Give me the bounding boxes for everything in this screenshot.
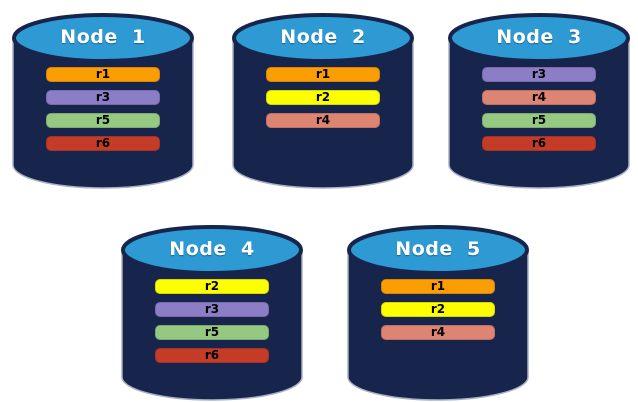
cylinder-top-ellipse bbox=[232, 13, 414, 63]
replica-bar-label: r1 bbox=[430, 279, 446, 293]
cylinder-top-ellipse bbox=[121, 225, 303, 275]
replica-bar-label: r4 bbox=[315, 113, 331, 127]
replica-bar-label: r6 bbox=[95, 136, 111, 150]
node-label: Node 2 bbox=[280, 26, 366, 48]
replica-bar-list: r2 r3 r5 r6 bbox=[155, 279, 269, 371]
replica-bar-r6: r6 bbox=[155, 348, 269, 363]
replica-bar-label: r6 bbox=[531, 136, 547, 150]
replica-bar-r1: r1 bbox=[46, 67, 160, 82]
node-label: Node 4 bbox=[169, 238, 255, 260]
replica-bar-r5: r5 bbox=[155, 325, 269, 340]
node-label: Node 3 bbox=[496, 26, 582, 48]
replica-bar-list: r1 r3 r5 r6 bbox=[46, 67, 160, 159]
replica-bar-label: r4 bbox=[531, 90, 547, 104]
replica-bar-label: r1 bbox=[315, 67, 331, 81]
database-node-4: Node 4 r2 r3 r5 r6 bbox=[119, 220, 305, 402]
database-node-3: Node 3 r3 r4 r5 r6 bbox=[446, 8, 632, 190]
replica-bar-r3: r3 bbox=[482, 67, 596, 82]
replica-bar-label: r3 bbox=[531, 67, 547, 81]
replica-bar-label: r3 bbox=[95, 90, 111, 104]
replica-bar-label: r1 bbox=[95, 67, 111, 81]
cylinder-top-ellipse bbox=[347, 225, 529, 275]
cylinder-top-ellipse bbox=[12, 13, 194, 63]
database-node-5: Node 5 r1 r2 r4 bbox=[345, 220, 531, 402]
replica-bar-label: r2 bbox=[430, 302, 446, 316]
replica-bar-list: r1 r2 r4 bbox=[266, 67, 380, 136]
replica-bar-list: r3 r4 r5 r6 bbox=[482, 67, 596, 159]
replica-bar-r4: r4 bbox=[266, 113, 380, 128]
cylinder-top-ellipse bbox=[448, 13, 630, 63]
replica-bar-label: r5 bbox=[204, 325, 220, 339]
replica-bar-label: r5 bbox=[95, 113, 111, 127]
replica-bar-r6: r6 bbox=[482, 136, 596, 151]
replica-bar-r1: r1 bbox=[381, 279, 495, 294]
replica-bar-r2: r2 bbox=[266, 90, 380, 105]
replica-bar-label: r2 bbox=[204, 279, 220, 293]
replica-bar-label: r3 bbox=[204, 302, 220, 316]
database-node-1: Node 1 r1 r3 r5 r6 bbox=[10, 8, 196, 190]
replica-bar-r5: r5 bbox=[46, 113, 160, 128]
replica-bar-r3: r3 bbox=[46, 90, 160, 105]
replica-bar-r2: r2 bbox=[381, 302, 495, 317]
replica-bar-r1: r1 bbox=[266, 67, 380, 82]
replica-bar-r2: r2 bbox=[155, 279, 269, 294]
replica-bar-r6: r6 bbox=[46, 136, 160, 151]
replica-bar-label: r6 bbox=[204, 348, 220, 362]
replica-bar-r3: r3 bbox=[155, 302, 269, 317]
replica-bar-r4: r4 bbox=[482, 90, 596, 105]
replica-bar-list: r1 r2 r4 bbox=[381, 279, 495, 348]
replica-bar-r5: r5 bbox=[482, 113, 596, 128]
node-label: Node 1 bbox=[60, 26, 146, 48]
database-node-2: Node 2 r1 r2 r4 bbox=[230, 8, 416, 190]
replica-bar-label: r2 bbox=[315, 90, 331, 104]
replica-bar-r4: r4 bbox=[381, 325, 495, 340]
replica-bar-label: r4 bbox=[430, 325, 446, 339]
replica-bar-label: r5 bbox=[531, 113, 547, 127]
node-label: Node 5 bbox=[395, 238, 481, 260]
